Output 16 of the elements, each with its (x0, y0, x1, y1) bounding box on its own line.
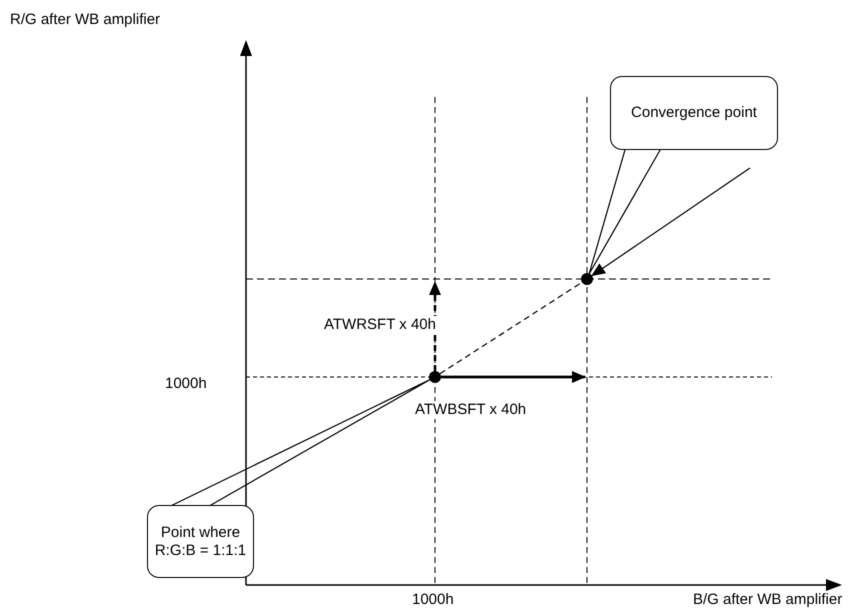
axis-label: R/G after WB amplifier (10, 11, 160, 29)
callout-box: Convergence point (610, 76, 778, 150)
point-marker (581, 273, 593, 285)
axis-label: B/G after WB amplifier (693, 591, 842, 609)
arrow (429, 281, 441, 371)
tick-label: 1000h (412, 591, 454, 609)
arrow (441, 371, 586, 383)
point-marker (429, 371, 441, 383)
edge-label: ATWBSFT x 40h (414, 401, 528, 419)
callout-pointer (171, 378, 431, 506)
callout-box: Point where R:G:B = 1:1:1 (147, 505, 254, 578)
tick-label: 1000h (165, 375, 207, 393)
edge-label: ATWRSFT x 40h (323, 316, 437, 334)
callout-pointer (588, 148, 661, 275)
connector-line (440, 282, 582, 374)
arrow (591, 168, 750, 276)
